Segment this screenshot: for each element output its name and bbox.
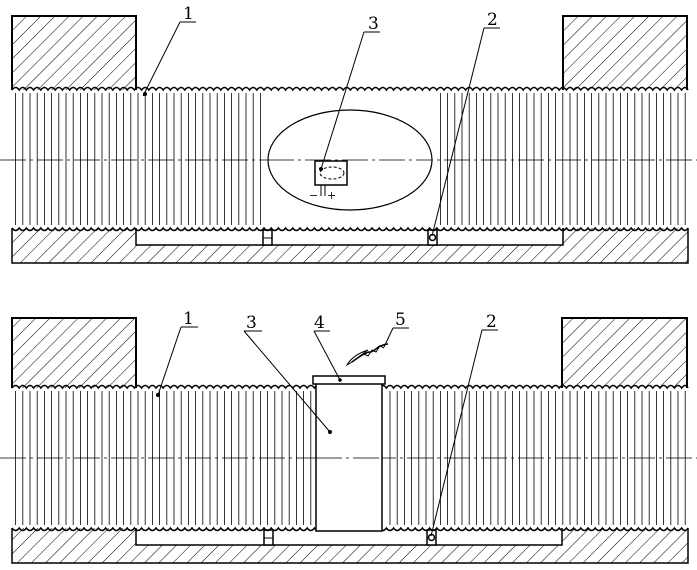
figure-top: − + 1 3 2 [0,4,697,264]
bottom-left-block [11,317,137,388]
top-thread-lines [15,93,686,225]
bottom-lower-base [11,528,689,564]
bottom-callout-4: 4 [314,313,325,333]
top-rod-upper-edge [11,86,689,92]
bottom-callout-1: 1 [183,309,194,329]
bottom-probe-cap [312,375,386,385]
top-ellipse-window [267,109,433,211]
bottom-probe [312,375,386,532]
bottom-callout-5: 5 [395,310,406,330]
bottom-right-block [561,317,688,388]
top-right-block [562,15,688,90]
top-threaded-rod [0,86,697,232]
bottom-wire-lead [345,343,389,367]
figure-bottom: 1 3 4 5 2 [0,309,697,564]
top-rod-lower-edge [11,226,689,232]
sensor-negative-label: − [309,189,318,202]
top-callout-3: 3 [368,14,379,34]
top-callouts: 1 3 2 [142,4,500,237]
bottom-callout-3: 3 [246,313,257,333]
top-callout-1: 1 [183,4,194,24]
bottom-callout-2: 2 [486,312,497,332]
top-sensor: − + [309,160,348,202]
top-left-block [11,15,137,90]
top-callout-2: 2 [487,10,498,30]
bottom-callouts: 1 3 4 5 2 [156,309,498,537]
top-lower-base [11,228,689,264]
sensor-positive-label: + [327,189,336,202]
